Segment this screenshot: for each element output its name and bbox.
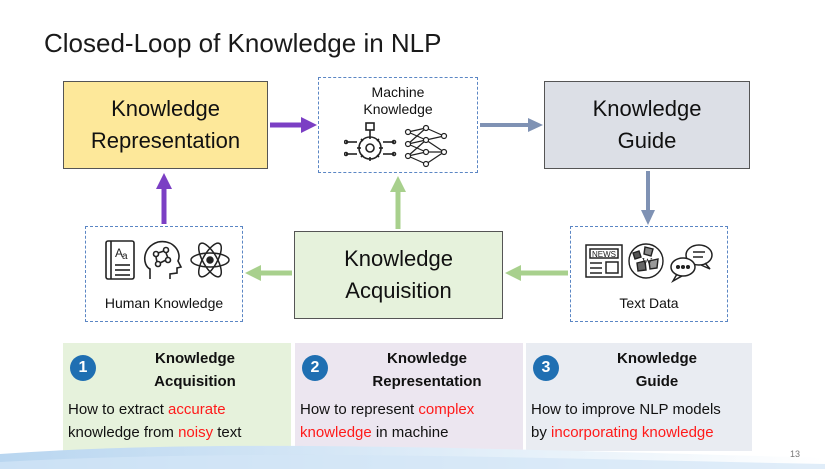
heading-line2: Acquisition: [154, 373, 236, 390]
highlight-text: complex: [418, 401, 475, 418]
body-text: by: [531, 424, 552, 441]
machine-knowledge-caption: Machine Knowledge: [319, 84, 477, 118]
box-label-line1: Knowledge: [344, 246, 453, 271]
highlight-text: noisy: [178, 424, 214, 441]
text-data-box: NEWS W Text Data: [570, 226, 728, 322]
body-text: knowledge from: [68, 424, 179, 441]
arrow-representation-to-machine: [270, 117, 317, 133]
box-label-line2: Guide: [617, 128, 677, 153]
heading-line1: Knowledge: [616, 350, 697, 367]
body-text: How to extract: [68, 401, 169, 418]
svg-text:NEWS: NEWS: [592, 250, 616, 259]
speech-bubbles-icon: [670, 244, 713, 283]
box-label-line1: Knowledge: [592, 96, 702, 121]
page-number: 13: [790, 449, 801, 459]
arrow-text-to-acquisition: [505, 265, 568, 281]
caption-line2: Knowledge: [363, 101, 433, 117]
panel-body: How to improve NLP models by incorporati…: [531, 398, 750, 444]
arrow-acquisition-to-human: [245, 265, 292, 281]
arrow-human-to-representation: [156, 173, 172, 224]
caption-line1: Machine: [371, 84, 425, 100]
text-data-caption: Text Data: [619, 295, 679, 311]
heading-line1: Knowledge: [386, 350, 467, 367]
newspaper-icon: NEWS: [585, 244, 623, 278]
body-text: in machine: [371, 424, 449, 441]
gear-brain-icon: [344, 122, 397, 161]
number-badge: 2: [302, 355, 328, 381]
head-network-icon: [143, 240, 183, 279]
heading-line2: Guide: [635, 373, 679, 390]
text-icons: NEWS W: [585, 243, 713, 283]
svg-text:a: a: [122, 251, 128, 262]
slide-title: Closed-Loop of Knowledge in NLP: [44, 28, 442, 58]
machine-icons: [344, 122, 448, 168]
highlight-text: accurate: [168, 401, 226, 418]
human-knowledge-box: A a Human Knowledge: [85, 226, 243, 322]
wikipedia-globe-icon: W: [628, 243, 664, 279]
box-label-line2: Acquisition: [345, 278, 452, 303]
arrow-acquisition-to-machine: [390, 176, 406, 229]
heading-line1: Knowledge: [154, 350, 235, 367]
dictionary-icon: A a: [105, 240, 135, 280]
number-badge: 3: [533, 355, 559, 381]
footer-wave: [0, 445, 825, 469]
body-text: How to represent: [300, 401, 419, 418]
neural-network-icon: [404, 124, 448, 168]
svg-text:A: A: [115, 246, 123, 260]
atom-icon: [190, 242, 230, 278]
heading-line2: Representation: [372, 373, 482, 390]
human-icons: A a: [105, 240, 230, 280]
panel-body: How to represent complex knowledge in ma…: [300, 398, 521, 444]
box-label-line1: Knowledge: [111, 96, 220, 121]
body-text: text: [213, 424, 242, 441]
human-knowledge-caption: Human Knowledge: [104, 295, 224, 311]
box-label-line2: Representation: [90, 128, 241, 153]
body-text: How to improve NLP models: [531, 401, 721, 418]
arrow-machine-to-guide: [480, 118, 543, 132]
arrow-guide-to-text: [641, 171, 655, 225]
number-badge: 1: [70, 355, 96, 381]
highlight-text: incorporating knowledge: [551, 424, 714, 441]
machine-knowledge-box: Machine Knowledge: [318, 77, 478, 173]
svg-text:W: W: [642, 256, 653, 268]
highlight-text: knowledge: [300, 424, 372, 441]
panel-body: How to extract accurate knowledge from n…: [68, 398, 289, 444]
